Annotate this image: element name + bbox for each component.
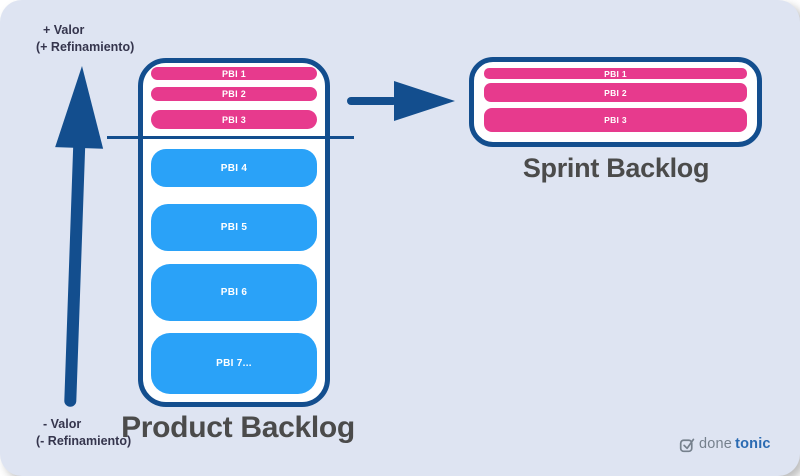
value-axis-bottom-line1: - Valor: [43, 417, 82, 431]
checkbox-check-icon: [679, 436, 696, 453]
product-pbi-1: PBI 1: [151, 67, 317, 80]
product-pbi-4: PBI 4: [151, 149, 317, 187]
logo-text-tonic: tonic: [735, 436, 771, 453]
up-arrow-shaft: [64, 145, 86, 408]
product-backlog-title: Product Backlog: [121, 411, 355, 444]
product-pbi-7: PBI 7...: [151, 333, 317, 394]
sprint-backlog-container: PBI 1 PBI 2 PBI 3: [469, 57, 762, 147]
value-axis-bottom-label: - Valor (- Refinamiento): [36, 416, 131, 450]
value-axis-bottom-line2: (- Refinamiento): [36, 433, 132, 448]
sprint-selection-divider: [107, 136, 354, 139]
up-arrow-head: [55, 65, 106, 149]
value-axis-top-label: + Valor (+ Refinamiento): [36, 22, 134, 56]
product-pbi-5: PBI 5: [151, 204, 317, 251]
sprint-pbi-1: PBI 1: [484, 68, 747, 79]
sprint-pbi-3: PBI 3: [484, 108, 747, 132]
value-axis-top-line1: + Valor: [43, 23, 85, 37]
up-arrow-icon: [46, 65, 106, 408]
product-pbi-2: PBI 2: [151, 87, 317, 101]
value-axis-top-line2: (+ Refinamiento): [36, 39, 135, 54]
product-backlog-container: PBI 1 PBI 2 PBI 3 PBI 4 PBI 5 PBI 6 PBI …: [138, 58, 330, 407]
product-pbi-6: PBI 6: [151, 264, 317, 321]
product-pbi-3: PBI 3: [151, 110, 317, 129]
right-arrow-shaft: [347, 97, 397, 105]
logo-text-done: done: [699, 436, 733, 453]
sprint-pbi-2: PBI 2: [484, 83, 747, 102]
right-arrow-icon: [394, 81, 455, 121]
sprint-backlog-title: Sprint Backlog: [522, 153, 710, 183]
